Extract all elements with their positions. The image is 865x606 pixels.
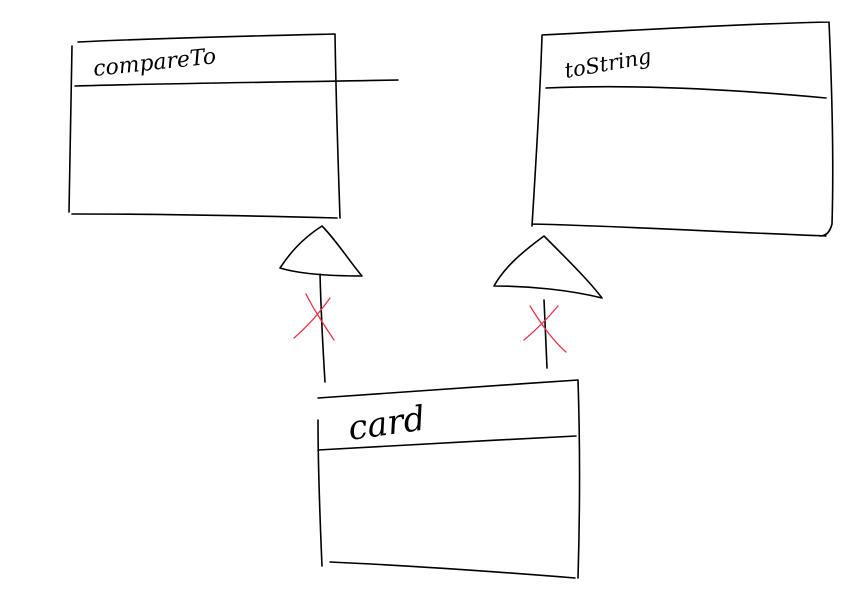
class-box-tostring-frame [531,21,834,237]
relation-card-tostring[interactable] [493,235,603,369]
class-box-tostring-divider [545,85,827,99]
inheritance-line-compare [319,273,326,383]
relation-card-compare[interactable] [279,225,363,383]
class-box-tostring-name: toString [563,44,653,83]
cross-stroke-compare-b [293,297,331,339]
class-box-compare[interactable]: compareTo [68,33,399,219]
inheritance-arrowhead-tostring [493,235,603,299]
class-box-compare-name: compareTo [92,44,217,82]
inheritance-line-tostring [543,299,548,369]
class-box-compare-divider [74,79,399,87]
cross-stroke-compare-a [305,293,335,341]
class-box-card[interactable]: card [317,379,581,579]
cross-stroke-tostring-b [523,305,559,341]
cross-stroke-tostring-a [529,305,567,353]
class-box-card-frame [317,379,581,579]
class-box-card-divider [317,435,577,451]
class-box-card-name: card [346,399,428,449]
class-box-tostring[interactable]: toString [531,21,834,237]
class-box-compare-frame [68,33,341,219]
cross-mark-tostring [523,305,567,353]
inheritance-arrowhead-compare [279,225,363,277]
cross-mark-compare [293,293,335,341]
